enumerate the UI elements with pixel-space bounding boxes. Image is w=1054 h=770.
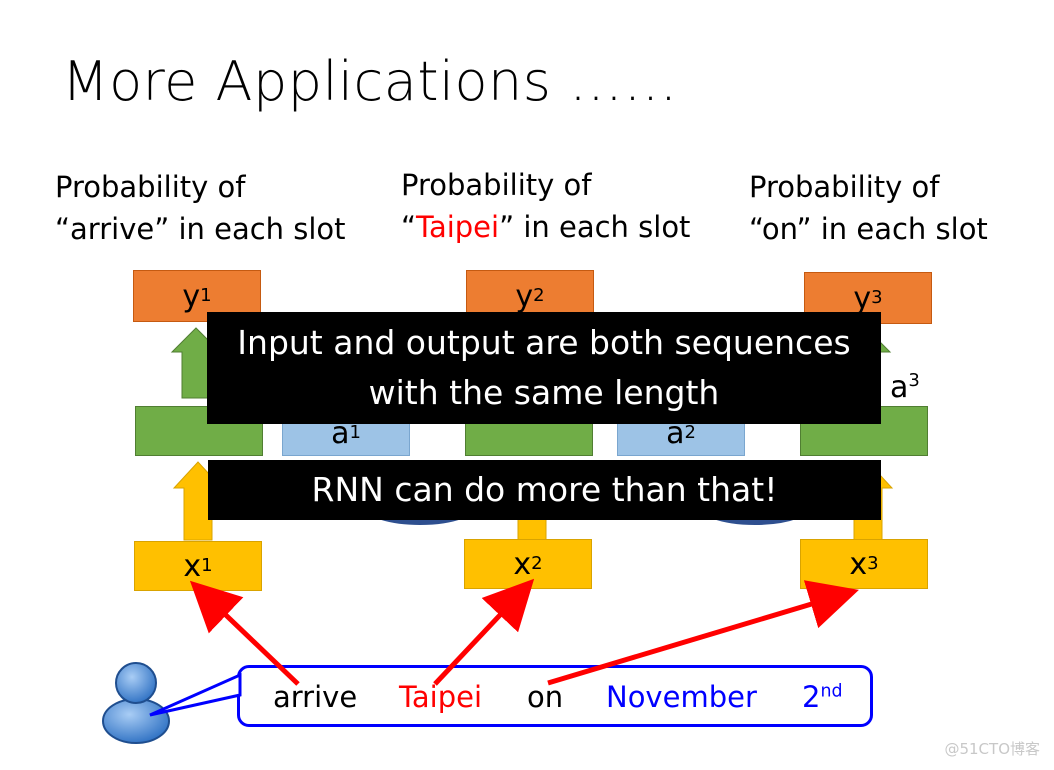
banner-line-2: with the same length [368, 373, 720, 412]
probability-label-3: Probability of “on” in each slot [749, 166, 988, 250]
banner-rnn-more: RNN can do more than that! [208, 460, 881, 520]
word-arrive: arrive [70, 212, 155, 246]
sentence-word-arrive: arrive [273, 680, 358, 714]
probability-label-2-line1: Probability of [401, 168, 592, 202]
probability-label-1: Probability of “arrive” in each slot [55, 166, 346, 250]
input-sentence: arrive Taipei on November 2nd [237, 665, 873, 727]
probability-label-2-line2: “Taipei” in each slot [401, 210, 691, 244]
user-icon [102, 662, 170, 744]
probability-label-2: Probability of “Taipei” in each slot [401, 164, 690, 248]
page-title: More Applications …… [62, 50, 679, 113]
sentence-word-2nd: 2nd [802, 680, 843, 714]
sentence-word-november: November [606, 680, 757, 714]
banner-same-length: Input and output are both sequences with… [207, 312, 881, 424]
memory-a3-label: a3 [890, 370, 920, 405]
sentence-word-taipei: Taipei [399, 680, 483, 714]
sentence-word-on: on [527, 680, 564, 714]
probability-label-3-line2: “on” in each slot [749, 212, 988, 246]
watermark: @51CTO博客 [944, 740, 1040, 758]
probability-label-3-line1: Probability of [749, 170, 940, 204]
banner-line-1: Input and output are both sequences [237, 323, 851, 362]
probability-label-1-line2: “arrive” in each slot [55, 212, 346, 246]
probability-label-1-line1: Probability of [55, 170, 246, 204]
word-taipei: Taipei [416, 210, 500, 244]
word-on: on [761, 212, 797, 246]
